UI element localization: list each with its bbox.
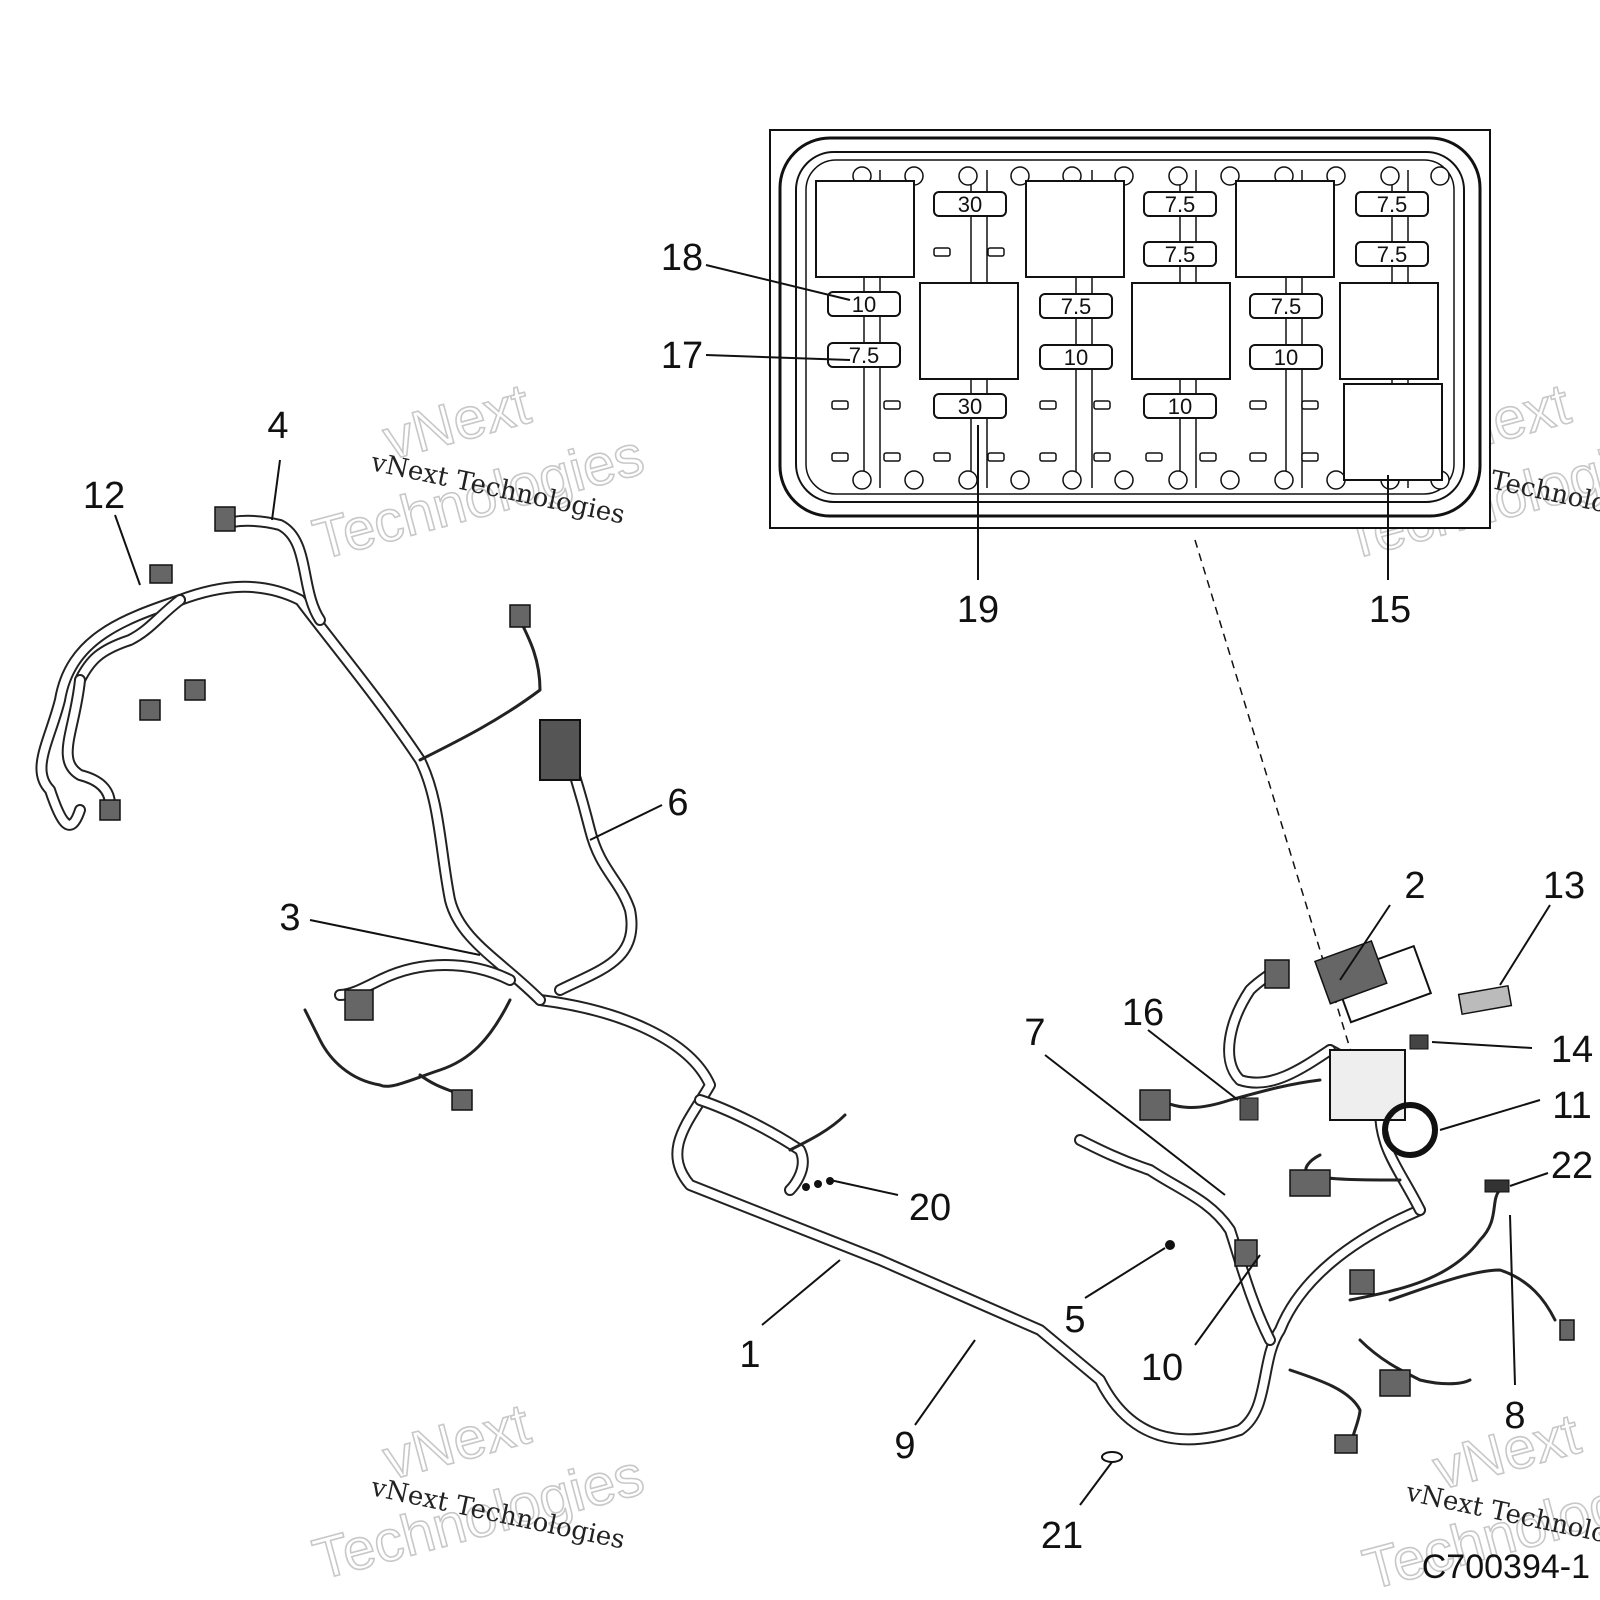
fuse-box-detail: 10 7.5 30 30 7.5 10 7.5 7.5: [769, 129, 1491, 529]
callout-22: 22: [1551, 1145, 1593, 1187]
callout-8: 8: [1504, 1395, 1525, 1437]
fuse-10-a: 10: [827, 291, 901, 317]
fuse-7-5-c: 7.5: [1143, 191, 1217, 217]
fuse-label: [1314, 939, 1388, 1005]
fuse-box-empty-slots: [831, 247, 1319, 462]
fuse-30-b: 30: [933, 393, 1007, 419]
svg-text:7.5: 7.5: [1271, 294, 1302, 319]
fuse-10-c: 10: [1143, 393, 1217, 419]
fuse-7-5-f: 7.5: [1355, 191, 1429, 217]
callout-15: 15: [1369, 589, 1411, 631]
svg-text:7.5: 7.5: [849, 343, 880, 368]
fuse-7-5-b: 7.5: [1039, 293, 1113, 319]
callout-18: 18: [661, 237, 703, 279]
fuse-7-5-d: 7.5: [1143, 241, 1217, 267]
watermark-top-left: vNext Technologies vNext Technologies: [306, 371, 651, 574]
grommets-20: [802, 1177, 834, 1191]
callout-13: 13: [1543, 865, 1585, 907]
svg-text:7.5: 7.5: [1377, 242, 1408, 267]
fuse-7-5-g: 7.5: [1355, 241, 1429, 267]
connector-16: [1239, 1097, 1259, 1121]
svg-text:10: 10: [1168, 394, 1192, 419]
svg-text:7.5: 7.5: [1165, 192, 1196, 217]
fuse-30-a: 30: [933, 191, 1007, 217]
fuse-14: [1409, 1034, 1429, 1050]
fuse-22: [1484, 1179, 1510, 1193]
callout-1: 1: [739, 1334, 760, 1376]
callout-11: 11: [1552, 1085, 1591, 1127]
svg-text:30: 30: [958, 192, 982, 217]
drawing-part-number: C700394-1: [1422, 1548, 1590, 1586]
leader-lines: [114, 264, 1551, 1506]
clip-21: [1101, 1451, 1123, 1463]
fuse-10-d: 10: [1249, 344, 1323, 370]
callout-labels: 1 2 3 4 5 6 7 8 9 10 11 12 13 14 15 16 1…: [83, 237, 1593, 1557]
fuse-box-relays: [815, 180, 1443, 481]
callout-3: 3: [279, 897, 300, 939]
fuse-7-5-e: 7.5: [1249, 293, 1323, 319]
callout-20: 20: [909, 1187, 951, 1229]
callout-14: 14: [1551, 1029, 1593, 1071]
wiring-harness: [35, 506, 1575, 1463]
callout-16: 16: [1122, 992, 1164, 1034]
svg-text:10: 10: [1274, 345, 1298, 370]
callout-17: 17: [661, 335, 703, 377]
callout-5: 5: [1064, 1299, 1085, 1341]
callout-2: 2: [1404, 865, 1425, 907]
harness-connectors: [99, 506, 1575, 1454]
callout-21: 21: [1041, 1515, 1083, 1557]
svg-text:7.5: 7.5: [1061, 294, 1092, 319]
fuse-10-b: 10: [1039, 344, 1113, 370]
relay-13: [1457, 984, 1513, 1016]
fuse-box-dashed-link: [1194, 539, 1356, 1066]
svg-text:10: 10: [852, 292, 876, 317]
fuse-7-5-a: 7.5: [827, 342, 901, 368]
svg-text:10: 10: [1064, 345, 1088, 370]
callout-12: 12: [83, 475, 125, 517]
wire-loop: [1382, 1102, 1438, 1158]
callout-19: 19: [957, 589, 999, 631]
grommet-5: [1165, 1240, 1175, 1250]
callout-6: 6: [667, 782, 688, 824]
svg-text:7.5: 7.5: [1165, 242, 1196, 267]
callout-4: 4: [267, 405, 288, 447]
svg-text:7.5: 7.5: [1377, 192, 1408, 217]
ecu-connector: [539, 719, 581, 781]
callout-10: 10: [1141, 1347, 1183, 1389]
watermark-bottom-left: vNext Technologies vNext Technologies: [306, 1391, 651, 1594]
svg-text:30: 30: [958, 394, 982, 419]
callout-9: 9: [894, 1425, 915, 1467]
callout-7: 7: [1024, 1012, 1045, 1054]
